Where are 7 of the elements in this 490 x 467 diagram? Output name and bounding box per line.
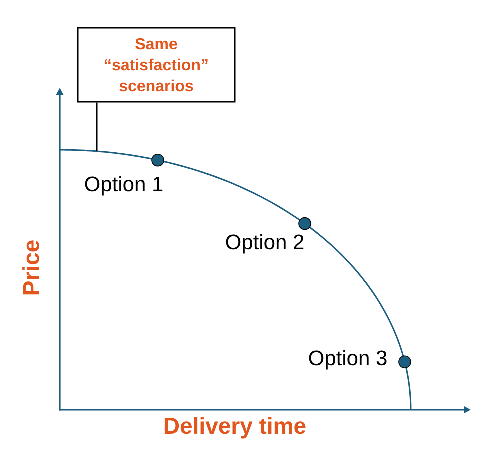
option-label: Option 3 bbox=[309, 350, 387, 370]
curve bbox=[60, 149, 412, 410]
option-label: Option 1 bbox=[85, 176, 163, 196]
axis-label: Price bbox=[22, 240, 40, 295]
option-label: Option 2 bbox=[226, 234, 304, 254]
leader-line bbox=[96, 102, 98, 152]
callout-box: Same “satisfaction” scenarios bbox=[77, 27, 236, 103]
